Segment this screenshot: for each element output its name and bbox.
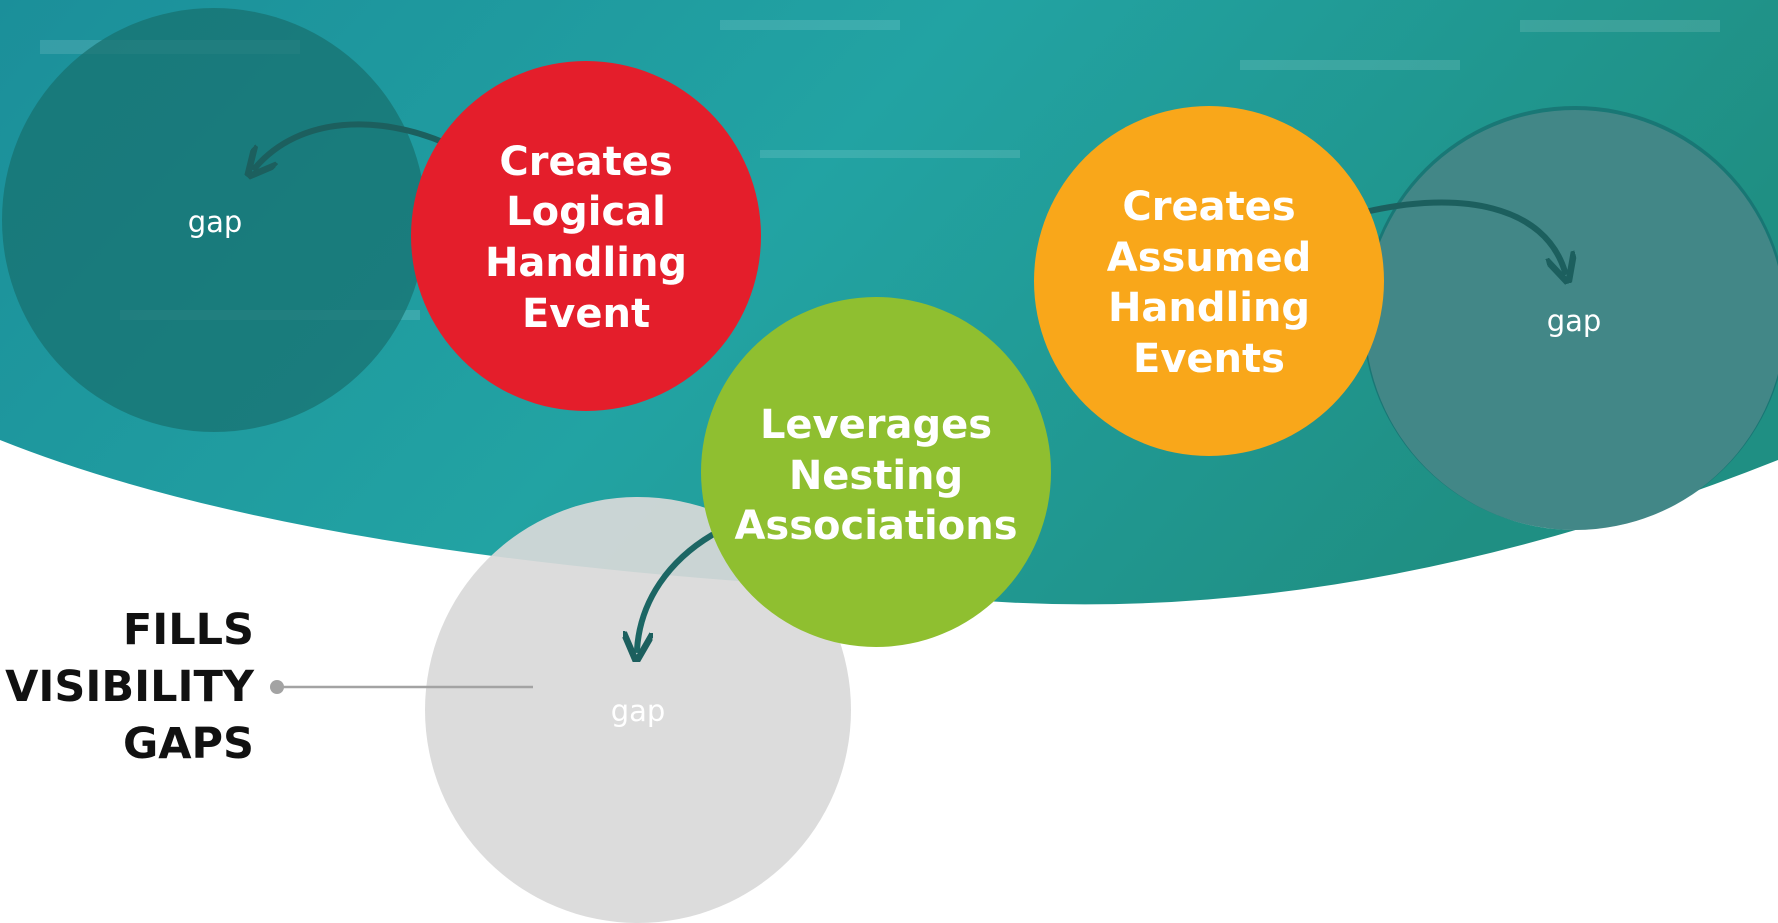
gap-label-2: gap bbox=[611, 694, 666, 728]
event-label-orange-line-4: Events bbox=[1133, 336, 1285, 382]
event-circle-green bbox=[701, 297, 1051, 647]
event-label-orange-line-3: Handling bbox=[1108, 285, 1310, 331]
callout-connector-dot bbox=[270, 680, 284, 694]
arrow-to-gap-2 bbox=[637, 532, 715, 650]
event-circle-red bbox=[411, 61, 761, 411]
callout-line-3: GAPS bbox=[122, 719, 254, 769]
callout-label: FILLS VISIBILITY GAPS bbox=[0, 602, 254, 773]
event-label-red-line-3: Handling bbox=[485, 240, 687, 286]
gap-label-1: gap bbox=[188, 205, 243, 239]
event-label-orange-line-2: Assumed bbox=[1107, 235, 1312, 281]
event-circle-orange bbox=[1034, 106, 1384, 456]
event-label-red-line-2: Logical bbox=[506, 189, 666, 235]
callout-line-2: VISIBILITY bbox=[5, 662, 254, 712]
gap-circle-1 bbox=[2, 8, 426, 432]
gap-label-3: gap bbox=[1547, 304, 1602, 338]
event-label-green-line-2: Nesting bbox=[789, 453, 963, 499]
event-label-red-line-4: Event bbox=[522, 291, 650, 337]
event-label-orange-line-1: Creates bbox=[1122, 184, 1295, 230]
event-label-red-line-1: Creates bbox=[499, 139, 672, 185]
callout-line-1: FILLS bbox=[122, 605, 254, 655]
arrow-to-gap-3 bbox=[1362, 199, 1565, 272]
event-label-green-line-3: Associations bbox=[734, 503, 1017, 549]
arrow-to-gap-1 bbox=[255, 121, 448, 168]
gap-circle-3 bbox=[1363, 106, 1778, 530]
event-label-green-line-1: Leverages bbox=[760, 402, 992, 448]
gap-circle-2 bbox=[425, 497, 851, 923]
